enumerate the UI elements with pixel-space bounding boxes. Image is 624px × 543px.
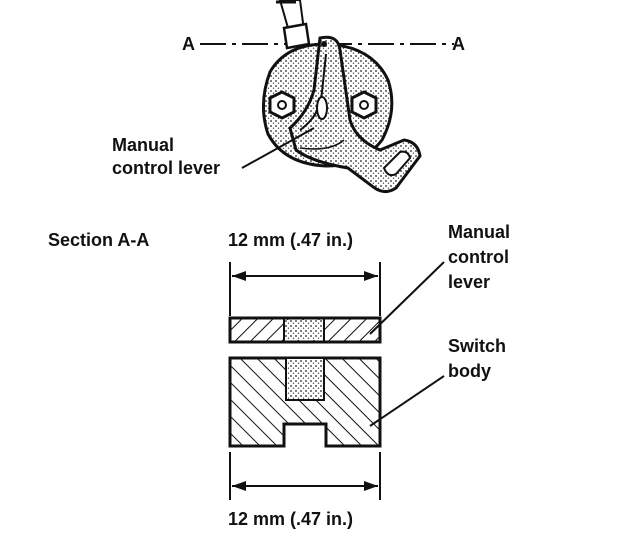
lever-label-line1: Manual: [448, 222, 511, 242]
lever-label-top-line2: control lever: [112, 158, 221, 178]
dimension-bottom-label: 12 mm (.47 in.): [228, 509, 354, 529]
dimension-top-label: 12 mm (.47 in.): [228, 230, 354, 250]
lever-label-line3: lever: [448, 272, 491, 292]
leader-line-switch-body: [369, 375, 445, 427]
section-marker-right: A: [452, 34, 465, 54]
switch-label-line1: Switch: [448, 336, 507, 356]
switch-label-line2: body: [448, 361, 491, 381]
section-marker-left: A: [182, 34, 195, 54]
dimension-bottom: [229, 452, 381, 500]
lever-label-top-line1: Manual: [112, 135, 175, 155]
section-title: Section A-A: [48, 230, 150, 250]
switch-assembly-top-view: [261, 0, 422, 193]
leader-line-lever-top: [241, 127, 315, 169]
mounting-bolt-left: [268, 90, 296, 120]
lever-label-line2: control: [448, 247, 509, 267]
mounting-bolt-right: [350, 90, 378, 120]
dimension-top: [229, 262, 381, 316]
lever-cross-section: [228, 316, 382, 344]
switch-body-cross-section: [228, 356, 382, 448]
leader-line-lever: [369, 261, 445, 335]
